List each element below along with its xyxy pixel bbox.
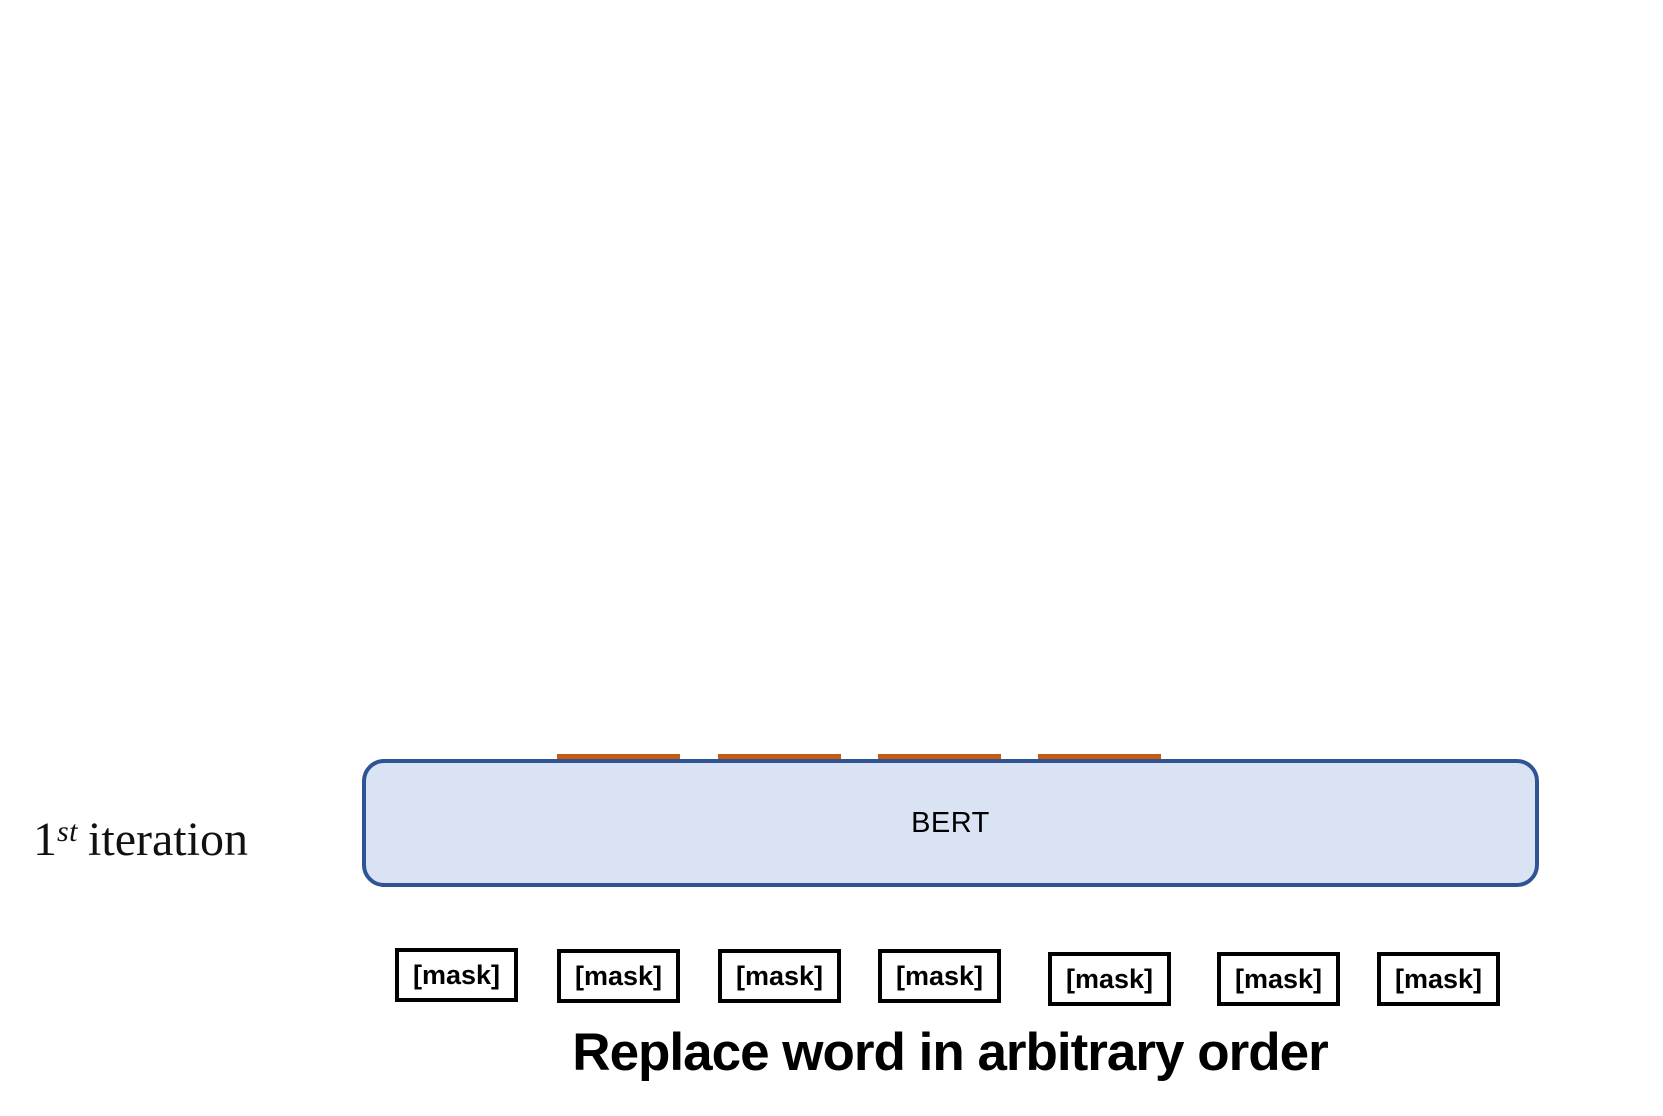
hidden-input-box-top xyxy=(718,754,841,761)
mask-token-label: [mask] xyxy=(735,960,824,991)
mask-token-box: [mask] xyxy=(718,949,841,1003)
mask-token-label: [mask] xyxy=(1394,963,1483,994)
mask-token-label: [mask] xyxy=(574,960,663,991)
iteration-label: 1st iteration xyxy=(33,806,248,866)
mask-token-label: [mask] xyxy=(1234,963,1323,994)
mask-token-box: [mask] xyxy=(395,948,518,1002)
caption-text: Replace word in arbitrary order xyxy=(572,1023,1328,1082)
mask-token-label: [mask] xyxy=(895,960,984,991)
hidden-input-box-top xyxy=(878,754,1001,761)
iteration-number: 1 xyxy=(33,813,57,866)
bert-model-box: BERT xyxy=(362,759,1539,887)
mask-token-box: [mask] xyxy=(557,949,680,1003)
mask-token-box: [mask] xyxy=(878,949,1001,1003)
iteration-ordinal-suffix: st xyxy=(57,815,79,848)
mask-token-box: [mask] xyxy=(1048,952,1171,1006)
mask-token-box: [mask] xyxy=(1377,952,1500,1006)
bert-model-label: BERT xyxy=(911,806,990,839)
hidden-input-box-top xyxy=(1038,754,1161,761)
mask-token-label: [mask] xyxy=(1065,963,1154,994)
hidden-input-box-top xyxy=(557,754,680,761)
mask-token-box: [mask] xyxy=(1217,952,1340,1006)
iteration-word: iteration xyxy=(88,813,248,866)
mask-token-label: [mask] xyxy=(412,959,501,990)
